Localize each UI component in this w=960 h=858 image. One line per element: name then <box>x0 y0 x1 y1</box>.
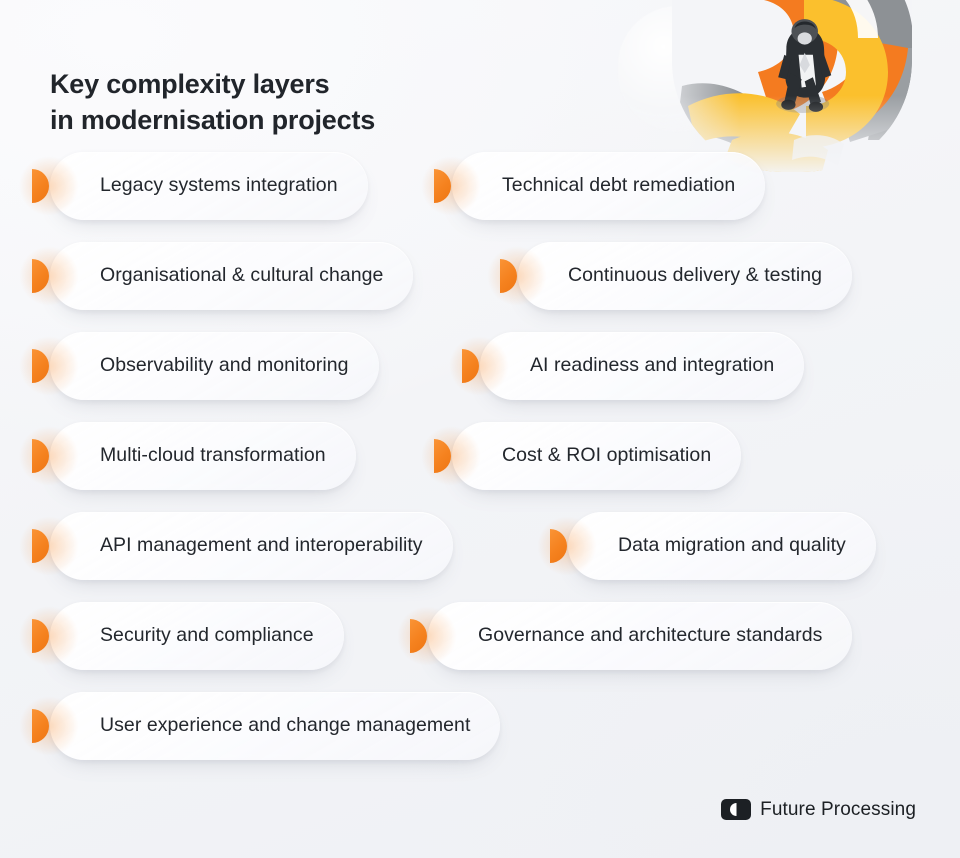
layer-label: Organisational & cultural change <box>100 264 384 287</box>
layer-label: Security and compliance <box>100 624 314 647</box>
bullet-half-disc-icon <box>19 336 79 396</box>
layer-pill[interactable]: Security and compliance <box>19 602 344 670</box>
layer-item[interactable]: Governance and architecture standards <box>397 602 853 670</box>
layer-label: Technical debt remediation <box>502 174 736 197</box>
layer-item[interactable]: Multi-cloud transformation <box>19 422 356 490</box>
bullet-half-disc-icon <box>19 606 79 666</box>
logo-text: Future Processing <box>760 799 916 820</box>
layer-pill[interactable]: Organisational & cultural change <box>19 242 414 310</box>
layer-pill[interactable]: Multi-cloud transformation <box>19 422 356 490</box>
complexity-layers-list: Legacy systems integration Technical deb… <box>0 152 960 782</box>
logo-mark-icon <box>721 799 752 820</box>
bullet-half-disc-icon <box>397 606 457 666</box>
layer-pill[interactable]: User experience and change management <box>19 692 501 760</box>
layer-pill[interactable]: API management and interoperability <box>19 512 453 580</box>
layer-row: Security and compliance Governance and a… <box>0 602 960 692</box>
layer-item[interactable]: Observability and monitoring <box>19 332 379 400</box>
layer-label: API management and interoperability <box>100 534 423 557</box>
bullet-half-disc-icon <box>19 156 79 216</box>
layer-row: User experience and change management <box>0 692 960 782</box>
bullet-half-disc-icon <box>421 156 481 216</box>
layer-label: Multi-cloud transformation <box>100 444 326 467</box>
layer-pill[interactable]: Data migration and quality <box>537 512 876 580</box>
bullet-half-disc-icon <box>19 246 79 306</box>
layer-item[interactable]: Technical debt remediation <box>421 152 766 220</box>
layer-pill[interactable]: Legacy systems integration <box>19 152 368 220</box>
bullet-half-disc-icon <box>19 426 79 486</box>
layer-label: AI readiness and integration <box>530 354 775 377</box>
layer-row: Observability and monitoring AI readines… <box>0 332 960 422</box>
bullet-half-disc-icon <box>487 246 547 306</box>
bullet-half-disc-icon <box>449 336 509 396</box>
layer-row: Organisational & cultural change Continu… <box>0 242 960 332</box>
layer-label: Observability and monitoring <box>100 354 349 377</box>
layer-pill[interactable]: Cost & ROI optimisation <box>421 422 742 490</box>
layer-item[interactable]: Security and compliance <box>19 602 344 670</box>
layer-label: User experience and change management <box>100 714 471 737</box>
bullet-half-disc-icon <box>537 516 597 576</box>
layer-item[interactable]: Organisational & cultural change <box>19 242 414 310</box>
layer-pill[interactable]: Technical debt remediation <box>421 152 766 220</box>
layer-item[interactable]: Continuous delivery & testing <box>487 242 853 310</box>
layer-pill[interactable]: AI readiness and integration <box>449 332 805 400</box>
layer-item[interactable]: User experience and change management <box>19 692 501 760</box>
layer-pill[interactable]: Governance and architecture standards <box>397 602 853 670</box>
layer-item[interactable]: AI readiness and integration <box>449 332 805 400</box>
layer-item[interactable]: API management and interoperability <box>19 512 453 580</box>
bullet-half-disc-icon <box>421 426 481 486</box>
bullet-half-disc-icon <box>19 696 79 756</box>
layer-pill[interactable]: Continuous delivery & testing <box>487 242 853 310</box>
layer-item[interactable]: Data migration and quality <box>537 512 876 580</box>
layer-item[interactable]: Legacy systems integration <box>19 152 368 220</box>
layer-row: API management and interoperability Data… <box>0 512 960 602</box>
future-processing-logo: Future Processing <box>721 799 916 820</box>
layer-label: Governance and architecture standards <box>478 624 823 647</box>
layer-pill[interactable]: Observability and monitoring <box>19 332 379 400</box>
layer-row: Multi-cloud transformation Cost & ROI op… <box>0 422 960 512</box>
layer-label: Cost & ROI optimisation <box>502 444 712 467</box>
layer-row: Legacy systems integration Technical deb… <box>0 152 960 242</box>
layer-item[interactable]: Cost & ROI optimisation <box>421 422 742 490</box>
layer-label: Continuous delivery & testing <box>568 264 823 287</box>
page-title: Key complexity layers in modernisation p… <box>50 69 376 136</box>
layer-label: Data migration and quality <box>618 534 846 557</box>
layer-label: Legacy systems integration <box>100 174 338 197</box>
bullet-half-disc-icon <box>19 516 79 576</box>
